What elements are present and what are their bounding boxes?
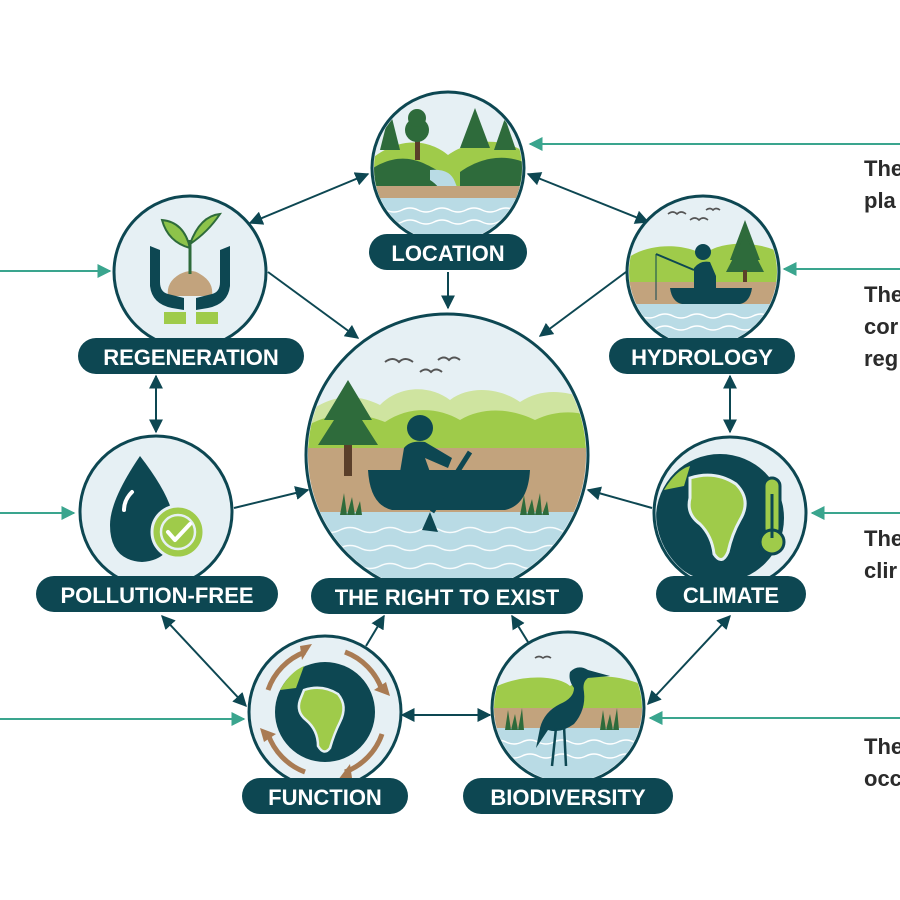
globe-cycle-icon bbox=[260, 644, 390, 780]
desc-biodiversity-line1: The bbox=[864, 734, 900, 759]
side-descriptions: The pla The cor reg The clir The occ bbox=[864, 156, 900, 791]
center-node: THE RIGHT TO EXIST bbox=[304, 312, 590, 614]
link-climate-center bbox=[586, 486, 653, 509]
climate-node: CLIMATE bbox=[652, 435, 808, 612]
link-function-center bbox=[365, 614, 385, 647]
regeneration-label: REGENERATION bbox=[103, 345, 279, 370]
landscape-icon bbox=[374, 108, 522, 242]
link-pollution-function bbox=[161, 614, 247, 708]
link-location-regeneration bbox=[248, 172, 370, 225]
desc-hydrology-line2: cor bbox=[864, 314, 899, 339]
center-label: THE RIGHT TO EXIST bbox=[335, 585, 560, 610]
function-label: FUNCTION bbox=[268, 785, 382, 810]
side-pointers bbox=[0, 137, 900, 726]
desc-hydrology-line1: The bbox=[864, 282, 900, 307]
desc-location-line1: The bbox=[864, 156, 900, 181]
desc-biodiversity-line2: occ bbox=[864, 766, 900, 791]
link-pollution-center bbox=[233, 486, 310, 509]
hands-sprout-icon bbox=[150, 212, 230, 324]
link-biodiversity-center bbox=[511, 614, 529, 643]
link-hydrology-center bbox=[538, 271, 627, 337]
regeneration-node: REGENERATION bbox=[78, 194, 304, 374]
pollution-free-node: POLLUTION-FREE bbox=[36, 434, 278, 612]
desc-hydrology-line3: reg bbox=[864, 346, 898, 371]
link-climate-biodiversity bbox=[647, 614, 731, 706]
hydrology-node: HYDROLOGY bbox=[609, 194, 795, 374]
location-node: LOCATION bbox=[369, 90, 527, 270]
water-drop-check-icon bbox=[110, 456, 206, 562]
location-label: LOCATION bbox=[391, 241, 504, 266]
function-node: FUNCTION bbox=[242, 634, 408, 814]
link-regeneration-center bbox=[267, 271, 360, 339]
pollution-free-label: POLLUTION-FREE bbox=[60, 583, 253, 608]
globe-thermometer-icon bbox=[656, 454, 784, 582]
biodiversity-node: BIODIVERSITY bbox=[463, 630, 673, 814]
desc-climate-line1: The bbox=[864, 526, 900, 551]
connectors bbox=[149, 172, 737, 722]
desc-climate-line2: clir bbox=[864, 558, 897, 583]
hydrology-label: HYDROLOGY bbox=[631, 345, 773, 370]
biodiversity-label: BIODIVERSITY bbox=[490, 785, 646, 810]
climate-label: CLIMATE bbox=[683, 583, 779, 608]
link-location-hydrology bbox=[526, 172, 650, 224]
canoe-scene-illustration bbox=[308, 316, 586, 594]
desc-location-line2: pla bbox=[864, 188, 897, 213]
